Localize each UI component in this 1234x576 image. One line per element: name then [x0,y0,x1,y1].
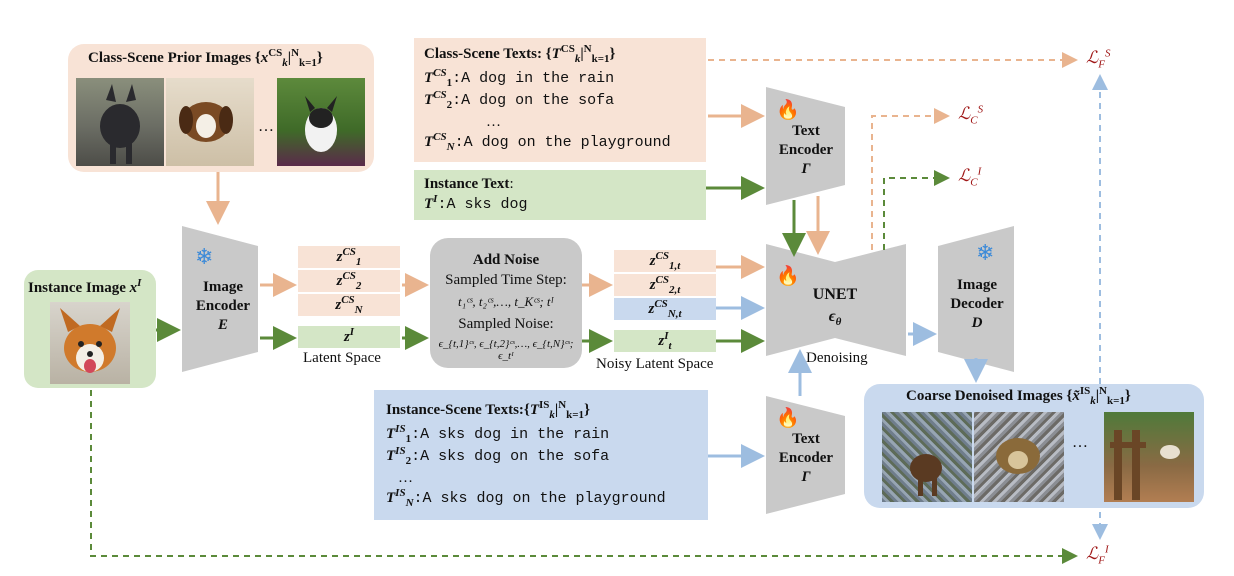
class-scene-texts-ellipsis: … [486,114,501,130]
instance-scene-text-line-2: TIS2:A sks dog on the sofa [386,445,610,467]
noisy-dog-sofa-image [974,412,1064,502]
loss-ci-label: ℒCI [958,165,982,189]
text-encoder-top-label: Text Encoder Γ [778,123,834,177]
noisy-latent-instance: zIt [614,330,716,352]
noisy-latent-space-caption: Noisy Latent Space [596,356,714,372]
add-noise-noises: ϵ_{t,1}ᶜˢ, ϵ_{t,2}ᶜˢ,…, ϵ_{t,N}ᶜˢ; ϵ_tᴵ [438,338,574,362]
dog-silhouette-icon [179,102,233,142]
class-scene-text-line-1: TCS1:A dog in the rain [424,67,615,89]
text-encoder-top-shape [766,87,845,205]
noisy-dog-playground-image [1104,412,1194,502]
text-encoder-bottom-label: Text Encoder Γ [778,431,834,485]
dog-silhouette-icon [100,84,140,164]
noisy-dog-rain-image [882,412,972,502]
instance-text-panel: Instance Text: TI:A sks dog [414,170,706,220]
denoising-caption: Denoising [806,350,868,366]
instance-image-title: Instance Image xI [28,277,142,297]
dog-in-rain-image [76,78,164,166]
playground-dog-icon [1110,430,1180,500]
dog-silhouette-icon [305,96,337,152]
noisy-latent-cs-n: zCSN,t [614,298,716,320]
latent-space-caption: Latent Space [303,350,381,366]
unet-shape [766,244,906,356]
corgi-image [50,302,130,384]
coarse-denoised-ellipsis: … [1072,434,1088,451]
add-noise-noise-label: Sampled Noise: [458,316,554,332]
latent-cs-1: zCS1 [298,246,400,268]
image-encoder-shape [182,226,258,372]
instance-scene-text-line-1: TIS1:A sks dog in the rain [386,423,610,445]
noisy-latent-cs-2: zCS2,t [614,274,716,296]
dog-silhouette-icon [996,438,1040,474]
dog-on-sofa-image [166,78,254,166]
class-scene-prior-title: Class-Scene Prior Images {xCSk|Nk=1} [88,47,323,69]
instance-scene-text-line-n: TISN:A sks dog on the playground [386,487,666,509]
image-decoder-shape [938,226,1014,372]
snowflake-icon: ❄ [976,240,995,265]
latent-instance: zI [298,326,400,348]
add-noise-time-steps: t₁ᶜˢ, t₂ᶜˢ,…, t_Kᶜˢ; tᴵ [458,294,554,309]
add-noise-time-step-label: Sampled Time Step: [445,272,567,288]
dog-silhouette-icon [910,454,942,496]
class-scene-prior-ellipsis: … [258,118,274,135]
instance-scene-texts-title: Instance-Scene Texts:{TISk|Nk=1} [386,399,590,421]
add-noise-box: Add Noise Sampled Time Step: t₁ᶜˢ, t₂ᶜˢ,… [430,238,582,368]
coarse-denoised-panel: Coarse Denoised Images {x̃ISk|Nk=1} … [864,384,1204,508]
loss-fs-label: ℒFS [1086,47,1111,71]
class-scene-texts-title: Class-Scene Texts: {TCSk|Nk=1} [424,43,616,65]
flame-icon: 🔥 [776,100,800,121]
loss-cs-label: ℒCS [958,103,984,127]
text-encoder-bottom-shape [766,396,845,514]
latent-space: zCS1 zCS2 zCSN zI [298,246,400,348]
noisy-latent-space: zCS1,t zCS2,t zCSN,t zIt [614,250,716,352]
class-scene-text-line-n: TCSN:A dog on the playground [424,131,671,153]
class-scene-prior-panel: Class-Scene Prior Images {xCSk|Nk=1} … [68,44,374,172]
latent-cs-2: zCS2 [298,270,400,292]
image-decoder-label: Image Decoder D [950,277,1004,331]
add-noise-title: Add Noise [472,252,540,268]
instance-text-title: Instance Text: [424,176,514,192]
corgi-face-icon [60,308,120,373]
instance-scene-texts-ellipsis: … [398,470,413,486]
class-scene-texts-panel: Class-Scene Texts: {TCSk|Nk=1} TCS1:A do… [414,38,706,162]
coarse-denoised-title: Coarse Denoised Images {x̃ISk|Nk=1} [906,385,1131,407]
dog-on-playground-image [277,78,365,166]
unet-label: UNET ϵθ [812,286,858,329]
instance-scene-texts-panel: Instance-Scene Texts:{TISk|Nk=1} TIS1:A … [374,390,708,520]
noisy-latent-cs-1: zCS1,t [614,250,716,272]
flame-icon: 🔥 [776,408,800,429]
snowflake-icon: ❄ [195,244,214,269]
loss-fi-label: ℒFI [1086,543,1109,567]
instance-text-line: TI:A sks dog [424,193,528,214]
instance-image-panel: Instance Image xI [24,270,156,388]
latent-cs-n: zCSN [298,294,400,316]
image-encoder-label: Image Encoder E [195,279,251,333]
class-scene-text-line-2: TCS2:A dog on the sofa [424,89,615,111]
flame-icon: 🔥 [776,266,800,287]
